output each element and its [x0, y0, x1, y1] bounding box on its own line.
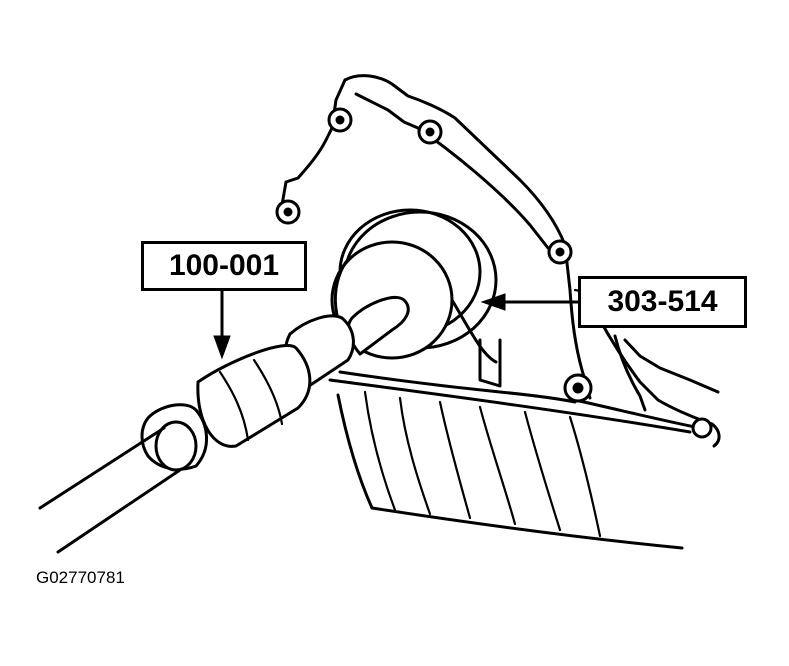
handle-tool: [38, 295, 410, 554]
engine-block-lower: [328, 378, 692, 550]
callout-tool-100-001: 100-001: [141, 241, 307, 291]
callout-tool-303-514: 303-514: [578, 276, 747, 328]
leader-arrows: [213, 289, 580, 360]
cover-bolts: [275, 107, 713, 439]
seal-installer-tool: [330, 208, 502, 388]
figure-id-label: G02770781: [36, 568, 125, 587]
